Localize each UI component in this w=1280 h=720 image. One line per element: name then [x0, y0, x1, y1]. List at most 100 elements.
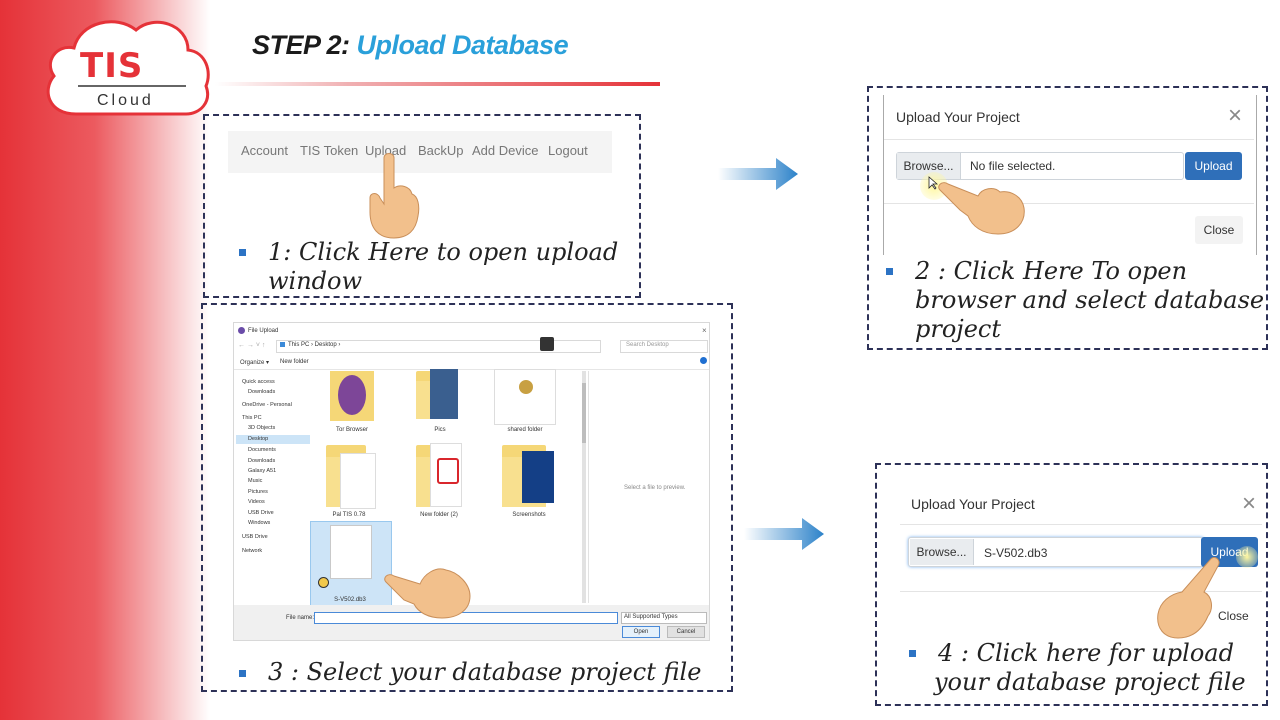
tree-item[interactable]: Pictures	[248, 489, 268, 495]
pdf-icon	[430, 443, 462, 507]
filename-input[interactable]	[314, 612, 618, 624]
tree-item[interactable]: Videos	[248, 499, 265, 505]
tree-item[interactable]: Downloads	[248, 458, 276, 464]
file-status: No file selected.	[970, 159, 1056, 173]
cloud-logo	[46, 20, 210, 116]
tree-item[interactable]: Music	[248, 478, 263, 484]
dialog-divider	[900, 524, 1262, 525]
new-folder-button[interactable]: New folder	[280, 359, 309, 365]
bullet-icon	[239, 249, 246, 256]
dialog-title: Upload Your Project	[896, 109, 1020, 125]
step2-caption: 2 : Click Here To open browser and selec…	[915, 257, 1264, 344]
nav-add-device[interactable]: Add Device	[472, 143, 539, 158]
cursor-icon	[928, 176, 938, 190]
close-x-icon[interactable]: ×	[1242, 490, 1257, 517]
window-close-icon[interactable]: ×	[702, 326, 707, 335]
right-arrow-icon	[718, 158, 798, 190]
folder-preview-image	[430, 369, 458, 419]
tree-item[interactable]: USB Drive	[248, 510, 274, 516]
nav-tis-token[interactable]: TIS Token	[300, 143, 359, 158]
pointing-hand-icon	[938, 182, 1025, 235]
file-label: Screenshots	[512, 512, 546, 518]
page-title: STEP 2: Upload Database	[252, 30, 569, 61]
snip-icon[interactable]	[540, 337, 554, 351]
right-arrow-icon	[744, 518, 824, 550]
close-x-icon[interactable]: ×	[1228, 102, 1243, 129]
app-icon	[238, 327, 245, 334]
tree-item-selected[interactable]	[236, 435, 310, 444]
file-name: S-V502.db3	[984, 546, 1048, 560]
cancel-button[interactable]: Cancel	[667, 626, 705, 638]
close-button[interactable]: Close	[1195, 216, 1243, 244]
tree-item[interactable]: USB Drive	[242, 534, 268, 540]
organize-menu[interactable]: Organize ▾	[240, 360, 270, 366]
browse-button[interactable]: Browse...	[897, 153, 961, 179]
logo-brand: TIS	[80, 46, 144, 86]
close-button[interactable]: Close	[1218, 609, 1249, 623]
step4-caption-line1: 4 : Click here for upload	[938, 639, 1234, 667]
title-prefix: STEP 2:	[252, 30, 357, 60]
browse-button[interactable]: Browse...	[910, 539, 974, 565]
tree-item[interactable]: Quick access	[242, 379, 275, 385]
logo-subtitle: Cloud	[97, 92, 154, 109]
step2-frame	[867, 86, 1268, 350]
address-bar[interactable]	[276, 340, 601, 353]
step1-caption-line2: window	[268, 267, 363, 295]
search-box[interactable]	[620, 340, 708, 353]
tree-item[interactable]: Documents	[248, 447, 276, 453]
step4-frame	[875, 463, 1268, 706]
dialog-divider	[884, 203, 1254, 204]
step1-caption: 1: Click Here to open upload window	[268, 238, 618, 296]
toolbar-divider	[234, 369, 709, 370]
step3-caption: 3 : Select your database project file	[268, 658, 702, 686]
click-highlight	[1236, 546, 1258, 568]
shared-folder-icon[interactable]	[494, 369, 556, 425]
pointing-hand-icon	[369, 153, 420, 239]
nav-logout[interactable]: Logout	[548, 143, 588, 158]
nav-upload[interactable]: Upload	[365, 143, 407, 158]
bullet-icon	[909, 650, 916, 657]
tree-item[interactable]: Windows	[248, 520, 271, 526]
nav-arrows-icon[interactable]: ← → ˅ ↑	[238, 342, 266, 349]
tree-item[interactable]: 3D Objects	[248, 425, 276, 431]
dialog-divider	[884, 139, 1254, 140]
cursor-highlight	[318, 577, 329, 588]
help-icon[interactable]	[700, 357, 707, 364]
tree-item[interactable]: Downloads	[248, 389, 276, 395]
pointing-hand-icon	[1157, 557, 1220, 639]
navigation-pane: Quick access Downloads OneDrive - Person…	[236, 377, 312, 617]
filetype-value: All Supported Types	[624, 614, 678, 620]
tree-item[interactable]: Galaxy A51	[248, 468, 277, 474]
nav-backup[interactable]: BackUp	[418, 143, 464, 158]
upload-button[interactable]: Upload	[1185, 152, 1242, 180]
top-navbar	[228, 131, 612, 173]
filetype-select[interactable]	[621, 612, 707, 624]
address-path: This PC › Desktop ›	[288, 342, 341, 348]
tree-item[interactable]: OneDrive - Personal	[242, 402, 292, 408]
title-underline	[215, 82, 660, 86]
scrollbar[interactable]	[582, 371, 586, 603]
preview-divider	[588, 371, 589, 603]
nav-account[interactable]: Account	[241, 143, 288, 158]
filename-label: File name:	[286, 615, 315, 621]
tree-item[interactable]: Network	[242, 548, 263, 554]
scrollbar-thumb[interactable]	[582, 383, 586, 443]
bullet-icon	[886, 268, 893, 275]
tor-browser-icon[interactable]	[330, 371, 374, 421]
dialog-title: Upload Your Project	[911, 496, 1035, 512]
step4-caption: 4 : Click here for upload your database …	[934, 639, 1246, 697]
step2-caption-line3: project	[915, 315, 1002, 343]
tree-item[interactable]: This PC	[242, 415, 262, 421]
file-label: Tor Browser	[335, 427, 368, 433]
open-button[interactable]: Open	[622, 626, 660, 638]
folder-preview-image	[522, 451, 554, 503]
brand-sidebar	[0, 0, 210, 720]
file-label: S-V502.db3	[334, 597, 366, 603]
step1-caption-line1: 1: Click Here to open upload	[268, 238, 619, 266]
step2-caption-line1: 2 : Click Here To open	[915, 257, 1188, 285]
tree-item[interactable]: Desktop	[248, 436, 269, 442]
file-label: New folder (2)	[420, 512, 458, 518]
explorer-titlebar	[234, 323, 709, 339]
step1-frame	[203, 114, 641, 298]
dialog-divider	[900, 591, 1262, 592]
